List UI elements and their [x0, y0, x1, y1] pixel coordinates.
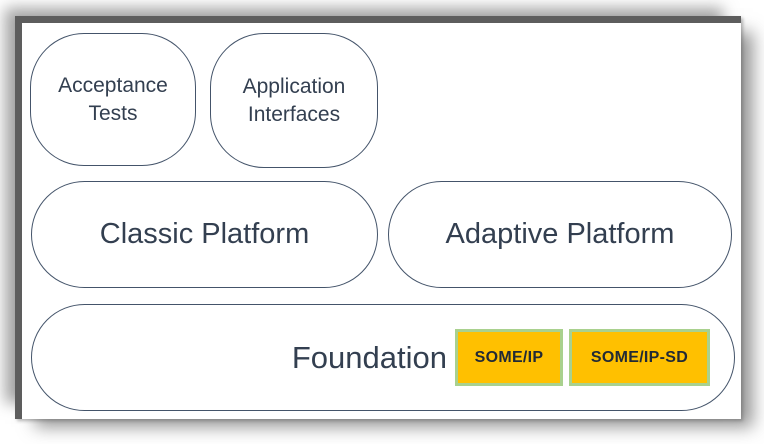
someip-module: SOME/IP	[455, 329, 563, 386]
application-interfaces-bubble: Application Interfaces	[210, 33, 378, 168]
classic-platform-pill: Classic Platform	[31, 181, 378, 288]
adaptive-platform-label: Adaptive Platform	[445, 218, 675, 250]
someip-label: SOME/IP	[474, 348, 544, 366]
foundation-content: Foundation SOME/IP SOME/IP-SD	[32, 305, 710, 410]
acceptance-tests-bubble: Acceptance Tests	[30, 33, 196, 166]
someip-sd-label: SOME/IP-SD	[590, 348, 689, 366]
adaptive-platform-pill: Adaptive Platform	[388, 181, 732, 288]
application-interfaces-label: Application Interfaces	[242, 75, 346, 126]
classic-platform-label: Classic Platform	[99, 218, 310, 250]
acceptance-tests-label: Acceptance Tests	[58, 74, 168, 125]
someip-sd-module: SOME/IP-SD	[569, 329, 710, 386]
slide: Acceptance Tests Application Interfaces …	[15, 16, 741, 419]
foundation-label: Foundation	[291, 339, 447, 375]
foundation-bar: Foundation SOME/IP SOME/IP-SD	[31, 304, 735, 411]
